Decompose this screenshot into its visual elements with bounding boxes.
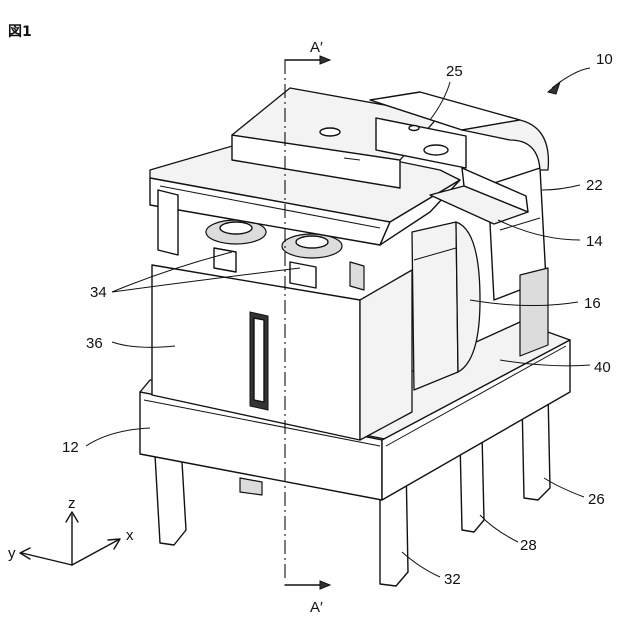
axis-z: z — [68, 495, 76, 512]
label-frame: 22 — [586, 177, 603, 194]
pin-left — [155, 455, 186, 545]
label-base: 12 — [62, 439, 79, 456]
label-cover: 36 — [86, 335, 103, 352]
pin-hidden — [240, 478, 262, 495]
label-pin-front: 32 — [444, 571, 461, 588]
axis-triad: z x y — [8, 495, 134, 565]
axis-y: y — [8, 545, 16, 562]
section-mark-bottom: A′ — [310, 599, 323, 616]
section-mark-top: A′ — [310, 39, 323, 56]
label-pin-mid: 28 — [520, 537, 537, 554]
label-assembly: 10 — [596, 51, 613, 68]
label-coil: 16 — [584, 295, 601, 312]
label-spring: 40 — [594, 359, 611, 376]
label-terminal-top: 25 — [446, 63, 463, 80]
label-pin-right: 26 — [588, 491, 605, 508]
figure-title: 図1 — [8, 24, 32, 40]
axis-x: x — [126, 527, 134, 544]
label-armature: 14 — [586, 233, 603, 250]
label-contacts: 34 — [90, 284, 107, 301]
